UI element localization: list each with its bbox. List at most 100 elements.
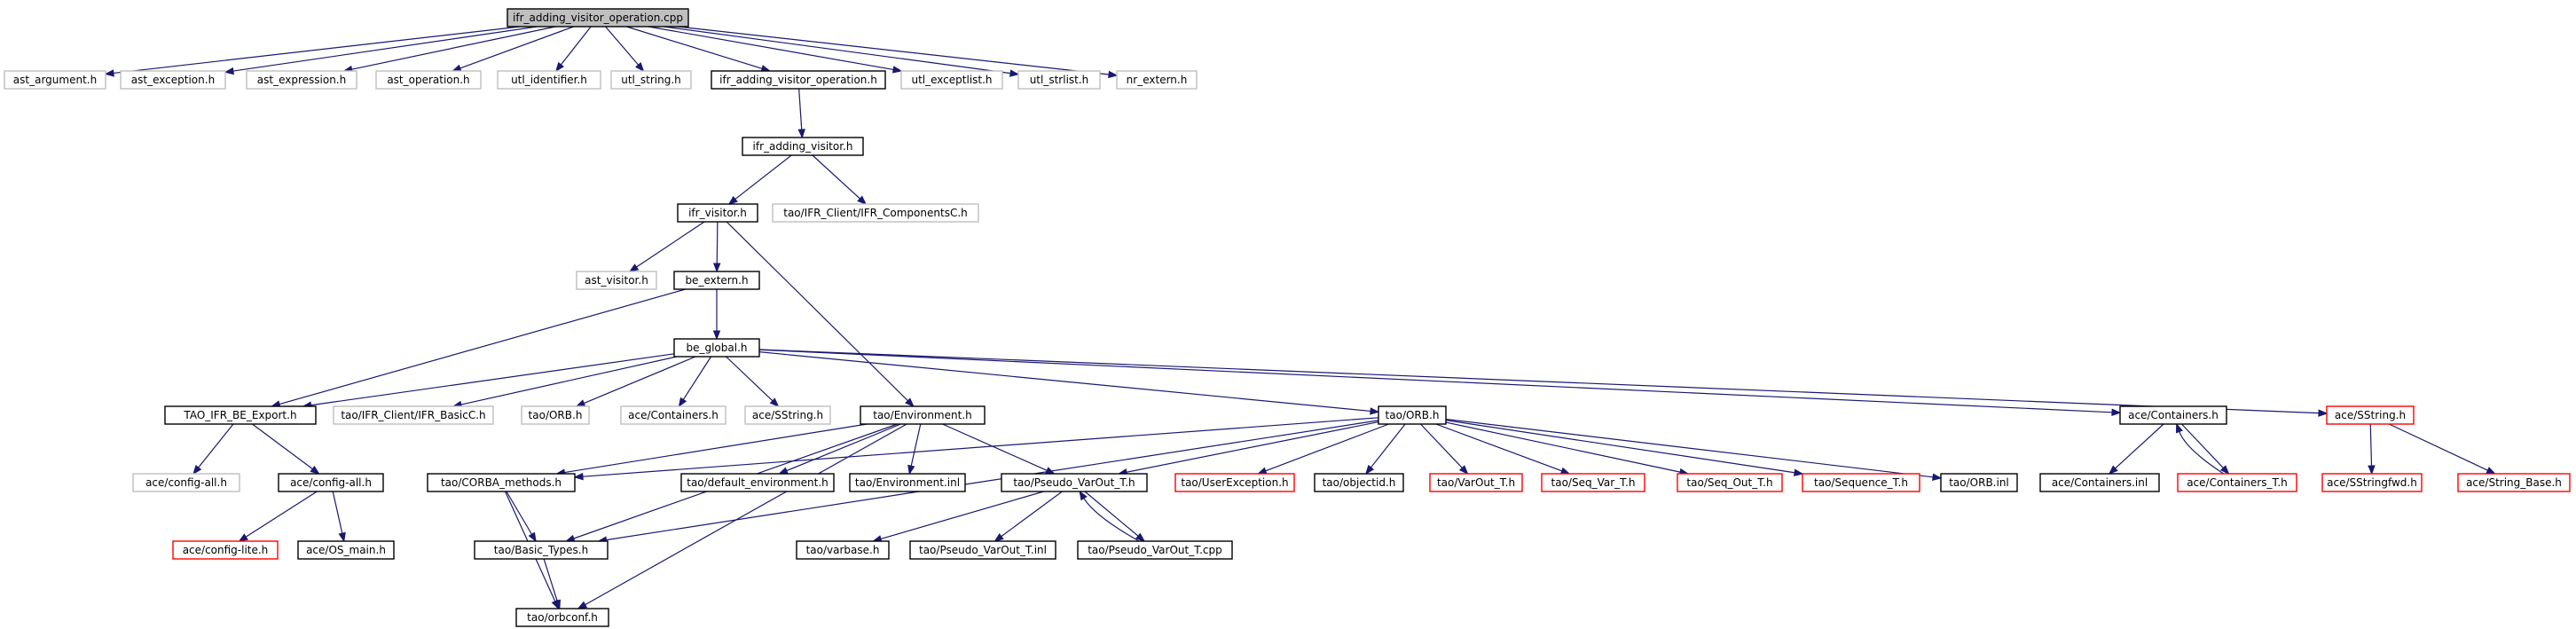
node-utl-exceptlist: utl_exceptlist.h — [900, 70, 1003, 90]
node-tao-default-env[interactable]: tao/default_environment.h — [680, 473, 835, 492]
edge-line — [1445, 421, 1681, 473]
arrowhead — [224, 67, 235, 75]
edge-line — [1420, 423, 1463, 468]
arrowhead — [797, 129, 805, 139]
node-be-global[interactable]: be_global.h — [673, 338, 760, 358]
node-tao-objectid[interactable]: tao/objectid.h — [1314, 473, 1404, 492]
edge-line — [786, 423, 901, 472]
node-ace-config-all[interactable]: ace/config-all.h — [278, 473, 384, 492]
edge-root-to-ifr_avo_h — [626, 26, 772, 73]
node-tao-seq-var[interactable]: tao/Seq_Var_T.h — [1541, 473, 1645, 492]
node-label: ast_exception.h — [131, 74, 215, 86]
node-label: tao/Pseudo_VarOut_T.cpp — [1088, 544, 1222, 556]
node-box — [1940, 473, 2018, 492]
node-ast-argument: ast_argument.h — [4, 70, 106, 90]
node-label: tao/Seq_Var_T.h — [1551, 476, 1636, 489]
edge-ifr_visitor-to-tao_env — [726, 221, 915, 407]
node-ifr-visitor[interactable]: ifr_visitor.h — [677, 203, 758, 223]
node-ace-string-base[interactable]: ace/String_Base.h — [2457, 473, 2571, 492]
edge-line — [798, 88, 803, 130]
node-ace-containers-t[interactable]: ace/Containers_T.h — [2177, 473, 2297, 492]
node-ifr-avo-h[interactable]: ifr_adding_visitor_operation.h — [711, 70, 886, 90]
node-tao-env[interactable]: tao/Environment.h — [860, 405, 986, 425]
node-tao-pseudo-varout-inl[interactable]: tao/Pseudo_VarOut_T.inl — [909, 540, 1056, 560]
node-label: ace/config-all.h — [290, 476, 372, 489]
node-box — [610, 70, 692, 90]
node-tao-varout[interactable]: tao/VarOut_T.h — [1429, 473, 1523, 492]
node-tao-basic-types[interactable]: tao/Basic_Types.h — [474, 540, 609, 560]
edge-tao_basic_types-to-tao_orbconf — [543, 558, 562, 610]
edge-tao_pseudo_varout-to-tao_pseudo_varout_cpp — [1084, 491, 1146, 542]
node-tao-pseudo-varout[interactable]: tao/Pseudo_VarOut_T.h — [1001, 473, 1148, 492]
node-ast-visitor: ast_visitor.h — [576, 271, 657, 290]
node-root[interactable]: ifr_adding_visitor_operation.cpp — [507, 8, 689, 28]
node-box — [297, 540, 395, 560]
node-ace-sstringfwd[interactable]: ace/SStringfwd.h — [2321, 473, 2423, 492]
node-ifr-av-h[interactable]: ifr_adding_visitor.h — [742, 137, 864, 156]
node-box — [1077, 540, 1233, 560]
node-tao-varbase[interactable]: tao/varbase.h — [796, 540, 890, 560]
node-box — [673, 338, 760, 358]
edge-ace_config_all-to-ace_config_lite — [238, 491, 318, 542]
edge-line — [1445, 418, 1934, 478]
node-tao-orbconf[interactable]: tao/orbconf.h — [515, 608, 609, 627]
node-box — [849, 473, 966, 492]
edge-tao_orb-to-tao_varout — [1420, 423, 1469, 476]
node-label: tao/IFR_Client/IFR_ComponentsC.h — [783, 207, 968, 219]
node-box — [507, 8, 689, 28]
edge-line — [560, 26, 592, 66]
node-tao-ifr-export[interactable]: TAO_IFR_BE_Export.h — [164, 405, 317, 425]
edge-line — [2389, 423, 2488, 471]
node-box — [1677, 473, 1783, 492]
node-tao-userexc[interactable]: tao/UserException.h — [1174, 473, 1295, 492]
arrowhead — [778, 467, 789, 475]
node-be-extern[interactable]: be_extern.h — [673, 271, 760, 290]
edge-line — [2179, 431, 2225, 475]
edge-tao_orb-to-tao_sequence — [1445, 420, 1804, 476]
edge-root-to-ast_operation — [451, 26, 574, 72]
node-label: tao/CORBA_methods.h — [441, 476, 562, 489]
node-box — [515, 608, 609, 627]
node-box — [2177, 473, 2297, 492]
edge-line — [332, 491, 343, 534]
node-tao-orb-inl[interactable]: tao/ORB.inl — [1940, 473, 2018, 492]
edge-ace_config_all-to-ace_os_main — [332, 491, 346, 543]
edge-ace_sstring-to-ace_string_base — [2389, 423, 2496, 475]
node-ace-config-lite[interactable]: ace/config-lite.h — [172, 540, 279, 560]
node-box — [742, 137, 864, 156]
node-box — [132, 473, 240, 492]
edge-ifr_visitor-to-be_extern — [713, 221, 721, 273]
node-tao-seq-out[interactable]: tao/Seq_Out_T.h — [1677, 473, 1783, 492]
node-label: ace/Containers.h — [628, 409, 719, 421]
node-ace-containers-inl[interactable]: ace/Containers.inl — [2039, 473, 2160, 492]
node-ace-sstring[interactable]: ace/SString.h — [2326, 405, 2415, 425]
edge-ifr_av_h-to-ifr_compC — [812, 154, 868, 205]
edge-tao_orb-to-tao_orb_inl — [1445, 418, 1943, 481]
edge-line — [636, 221, 705, 268]
edge-line — [543, 558, 558, 601]
edge-line — [584, 356, 696, 405]
edge-line — [648, 26, 894, 71]
node-ace-containers[interactable]: ace/Containers.h — [2119, 405, 2227, 425]
edge-line — [664, 26, 1011, 75]
node-tao-pseudo-varout-cpp[interactable]: tao/Pseudo_VarOut_T.cpp — [1077, 540, 1233, 560]
arrowhead — [555, 61, 565, 73]
arrowhead — [577, 601, 588, 609]
edge-tao_orb-to-tao_seq_out — [1445, 421, 1690, 476]
edge-be_extern-to-be_global — [712, 289, 721, 341]
edge-line — [351, 26, 556, 70]
node-tao-env-inl[interactable]: tao/Environment.inl — [849, 473, 966, 492]
node-tao-sequence[interactable]: tao/Sequence_T.h — [1802, 473, 1920, 492]
node-tao-orb[interactable]: tao/ORB.h — [1378, 405, 1447, 425]
arrowhead — [1458, 465, 1469, 476]
arrowhead — [104, 69, 114, 77]
edge-line — [726, 221, 908, 402]
edge-line — [606, 420, 1379, 541]
node-tao-corba-methods[interactable]: tao/CORBA_methods.h — [427, 473, 576, 492]
node-box — [1314, 473, 1404, 492]
node-box — [375, 70, 482, 90]
edge-line — [942, 423, 1048, 471]
node-label: tao/Environment.inl — [855, 476, 960, 489]
node-ace-os-main[interactable]: ace/OS_main.h — [297, 540, 395, 560]
node-label: ace/SStringfwd.h — [2327, 476, 2417, 489]
